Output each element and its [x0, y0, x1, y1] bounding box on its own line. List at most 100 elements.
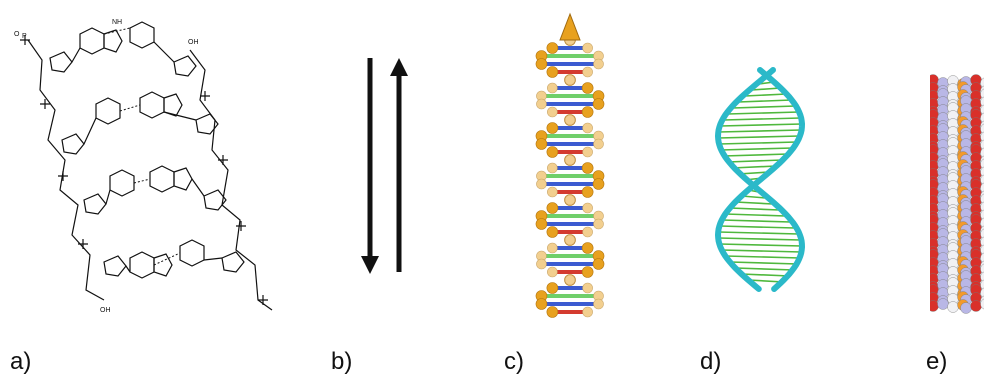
- atom-sphere: [980, 77, 984, 89]
- atom-sphere: [980, 228, 984, 240]
- backbone-atom: [564, 234, 576, 246]
- atom-sphere: [980, 104, 984, 116]
- up-arrowhead: [390, 58, 408, 76]
- backbone-atom: [582, 122, 593, 134]
- backbone-atom: [582, 146, 593, 158]
- atom-sphere: [980, 112, 984, 124]
- base-stick: [729, 261, 798, 265]
- atom-label-oh-bottom: OH: [100, 307, 111, 314]
- base-stick: [729, 207, 780, 211]
- backbone-atom: [535, 218, 548, 230]
- backbone-atom: [593, 58, 604, 70]
- base-stick: [717, 135, 800, 139]
- base-stick: [719, 243, 802, 247]
- atom-sphere: [980, 298, 984, 310]
- backbone-atom: [564, 154, 576, 166]
- atom-sphere: [970, 300, 982, 312]
- backbone-atom: [593, 138, 604, 150]
- base-stick: [725, 213, 786, 217]
- atom-sphere: [980, 182, 984, 194]
- backbone-atom: [536, 98, 547, 110]
- backbone-atom: [547, 162, 558, 174]
- backbone-atom: [582, 282, 593, 294]
- backbone-atom: [564, 274, 576, 286]
- backbone-atom: [581, 242, 594, 254]
- ribbon-model: [714, 67, 806, 292]
- backbone-atom: [564, 194, 576, 206]
- base-stick: [718, 231, 799, 235]
- backbone-atom: [582, 226, 593, 238]
- backbone-atom: [592, 178, 605, 190]
- atom-sphere: [930, 300, 939, 312]
- backbone-atom: [546, 66, 559, 78]
- atom-sphere: [980, 236, 984, 248]
- antiparallel-arrows: [361, 58, 408, 274]
- base-stick: [719, 225, 796, 229]
- panel-b: [340, 0, 440, 330]
- backbone-atom: [536, 178, 547, 190]
- atom-sphere: [980, 147, 984, 159]
- backbone-atom: [546, 306, 559, 318]
- backbone-atom: [581, 82, 594, 94]
- base-stick: [723, 153, 789, 157]
- backbone-atom: [581, 162, 594, 174]
- base-stick: [720, 123, 803, 127]
- atom-sphere: [980, 139, 984, 151]
- atom-label-phosphorus: P: [22, 33, 27, 40]
- atom-sphere: [980, 244, 984, 256]
- chemical-structure-diagram: P O NH OH OH: [14, 19, 273, 314]
- atom-sphere: [980, 158, 984, 170]
- panel-a: P O NH OH OH: [0, 0, 300, 330]
- backbone-atom: [535, 58, 548, 70]
- atom-sphere: [980, 96, 984, 108]
- atom-label-oxygen: O: [14, 31, 20, 38]
- backbone-atom: [581, 106, 594, 118]
- backbone-atom: [547, 186, 558, 198]
- base-stick: [735, 267, 795, 271]
- panel-a-label: a): [10, 348, 32, 375]
- atom-label-oh: OH: [188, 39, 199, 46]
- backbone-atom: [582, 306, 593, 318]
- backbone-atom: [547, 106, 558, 118]
- backbone-atom: [564, 114, 576, 126]
- base-stick: [718, 237, 801, 241]
- base-stick: [723, 117, 802, 121]
- backbone-atom: [593, 218, 604, 230]
- space-filling-model: [930, 74, 984, 314]
- base-stick: [720, 147, 794, 151]
- base-stick: [727, 111, 800, 115]
- backbone-atom: [535, 138, 548, 150]
- panel-d: [700, 0, 820, 330]
- panel-c-label: c): [504, 348, 524, 375]
- backbone-atom: [582, 42, 593, 54]
- atom-sphere: [980, 88, 984, 100]
- ribbon-strand: [714, 67, 806, 292]
- base-stick: [725, 255, 801, 259]
- down-arrowhead: [361, 256, 379, 274]
- base-stick: [721, 219, 791, 223]
- backbone-atom: [547, 242, 558, 254]
- base-stick: [721, 249, 802, 253]
- atom-sphere: [980, 131, 984, 143]
- ball-and-stick-model: [535, 12, 605, 318]
- panel-e-label: e): [926, 348, 948, 375]
- backbone-atom: [564, 74, 576, 86]
- backbone-atom: [582, 202, 593, 214]
- atom-sphere: [980, 217, 984, 229]
- backbone-atom: [546, 42, 559, 54]
- atom-sphere: [980, 279, 984, 291]
- base-stick: [735, 201, 774, 205]
- atom-sphere: [980, 193, 984, 205]
- backbone-atom: [592, 98, 605, 110]
- backbone-atom: [593, 298, 604, 310]
- backbone-atom: [546, 202, 559, 214]
- atom-sphere: [960, 302, 972, 314]
- base-stick: [751, 87, 781, 91]
- backbone-atom: [582, 66, 593, 78]
- atom-sphere: [980, 252, 984, 264]
- panel-c: [520, 0, 620, 330]
- atom-sphere: [980, 174, 984, 186]
- atom-sphere: [980, 271, 984, 283]
- base-stick: [741, 273, 790, 277]
- backbone-atom: [546, 282, 559, 294]
